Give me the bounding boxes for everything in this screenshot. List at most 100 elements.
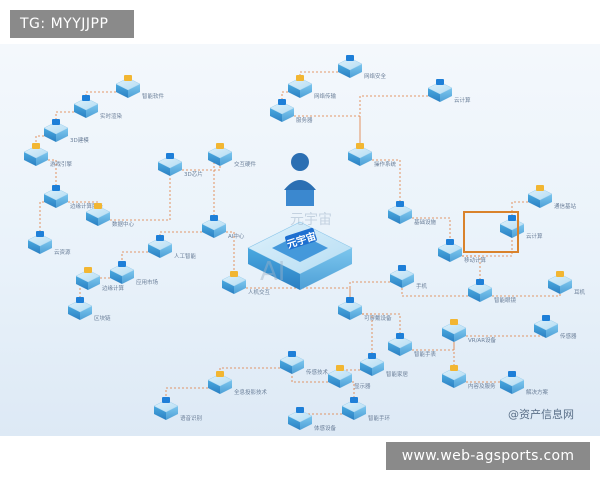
sensor-icon: [542, 315, 550, 321]
node-n32: 解决方案: [499, 371, 549, 396]
node-label: 云资源: [54, 248, 71, 256]
engine-icon: [32, 143, 40, 149]
watermark-sub: 元宇宙: [290, 212, 332, 228]
node-n22: 通信基站: [527, 185, 577, 210]
node-n16: 网络传输: [287, 75, 337, 100]
node-label: 云计算: [526, 232, 543, 240]
connection-line: [454, 332, 547, 337]
node-n27: 传感器: [533, 315, 577, 340]
connection-line: [85, 91, 128, 112]
vr-icon: [450, 319, 458, 325]
node-label: AI中心: [228, 232, 245, 240]
chip-icon: [166, 153, 174, 159]
node-blocks: 智能软件实时渲染3D建模游戏引擎边缘计算服务云资源数据中心应用市场3D芯片交互硬…: [23, 55, 586, 432]
node-label: 基础设施: [414, 218, 437, 226]
home-icon: [368, 353, 376, 359]
node-n9: 3D芯片: [157, 153, 203, 178]
node-label: 人机交互: [248, 288, 271, 296]
node-n19: 操作系统: [347, 143, 397, 168]
infra-icon: [396, 201, 404, 207]
connection-line: [359, 95, 440, 160]
node-n13: 边缘计算: [75, 267, 125, 292]
node-label: 传感器: [560, 332, 577, 340]
node-label: 智能手表: [414, 350, 437, 358]
node-n24: 智能眼镜: [467, 279, 517, 304]
voice-icon: [162, 397, 170, 403]
node-n23: 云计算: [499, 215, 543, 240]
node-label: 区块链: [94, 314, 111, 322]
node-label: 解决方案: [526, 388, 549, 396]
motion-icon: [296, 407, 304, 413]
node-label: 通信基站: [554, 202, 577, 210]
connection-line: [98, 170, 171, 221]
person-icon: [284, 153, 316, 206]
band-icon: [350, 397, 358, 403]
node-label: 全息投影技术: [234, 388, 268, 396]
watch-icon: [396, 333, 404, 339]
node-label: 语音识别: [180, 414, 202, 422]
content-icon: [450, 365, 458, 371]
highlight-box: [463, 211, 519, 253]
metaverse-diagram: 智能软件实时渲染3D建模游戏引擎边缘计算服务云资源数据中心应用市场3D芯片交互硬…: [23, 55, 586, 432]
server-icon: [278, 99, 286, 105]
node-label: 云计算: [454, 96, 471, 104]
node-label: 游戏引擎: [50, 160, 73, 168]
node-n15: 网络安全: [337, 55, 387, 80]
network-icon: [296, 75, 304, 81]
node-label: 智能软件: [142, 92, 165, 100]
connection-line: [159, 231, 214, 252]
node-label: 网络传输: [314, 92, 337, 100]
node-n33: 智能家居: [359, 353, 409, 378]
node-n1: 智能软件: [115, 75, 165, 100]
phone-icon: [398, 265, 406, 271]
shield-icon: [346, 55, 354, 61]
footer-tag: www.web-agsports.com: [386, 442, 590, 470]
node-n35: 智能手环: [341, 397, 391, 422]
app-icon: [118, 261, 126, 267]
node-n39: 体感设备: [287, 407, 337, 432]
glasses-icon: [476, 279, 484, 285]
node-label: 智能手环: [368, 414, 391, 422]
mobile-icon: [446, 239, 454, 245]
cloud-icon: [508, 215, 516, 221]
chip-icon: [124, 75, 132, 81]
node-label: 3D建模: [70, 136, 89, 144]
node-label: 操作系统: [374, 160, 397, 168]
node-n5: 边缘计算服务: [43, 185, 104, 210]
node-label: 可穿戴设备: [364, 314, 392, 322]
cloud-icon: [436, 79, 444, 85]
node-label: 应用市场: [136, 278, 159, 286]
node-n25: 耳机: [547, 271, 586, 296]
node-n21: 移动计算: [437, 239, 487, 264]
antenna-icon: [536, 185, 544, 191]
hologram-icon: [216, 371, 224, 377]
render-icon: [82, 95, 90, 101]
center-platform: 元宇宙: [247, 153, 353, 290]
node-n26: 手机: [389, 265, 428, 290]
node-n11: AI中心: [201, 215, 245, 240]
node-label: 移动计算: [464, 256, 487, 264]
solution-icon: [508, 371, 516, 377]
ai-icon: [156, 235, 164, 241]
connection-line: [121, 251, 160, 278]
node-n18: 云计算: [427, 79, 471, 104]
headphone-icon: [556, 271, 564, 277]
sensor-icon: [288, 351, 296, 357]
node-label: 实时渲染: [100, 112, 123, 120]
node-n14: 区块链: [67, 297, 111, 322]
node-label: 边缘计算: [102, 284, 125, 292]
node-n6: 云资源: [27, 231, 71, 256]
connection-line: [360, 159, 401, 218]
node-n12: 人工智能: [147, 235, 197, 260]
header-tag: TG: MYYJJPP: [10, 10, 134, 38]
connection-line: [400, 217, 451, 256]
cube-icon: [52, 119, 60, 125]
node-label: 3D芯片: [184, 170, 203, 178]
node-label: 智能家居: [386, 370, 409, 378]
node-n2: 实时渲染: [73, 95, 123, 120]
connection-line: [214, 231, 235, 288]
node-n29: 智能手表: [387, 333, 437, 358]
edge-icon: [84, 267, 92, 273]
database-icon: [94, 203, 102, 209]
